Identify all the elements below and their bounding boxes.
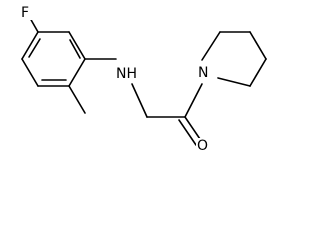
- bonds: [21, 17, 267, 146]
- atom-labels: F NH N O: [20, 4, 212, 154]
- ch2-bond: [131, 83, 148, 118]
- piperidine-bond: [249, 31, 267, 60]
- fluoro-bond: [29, 17, 39, 33]
- ring-bond: [68, 58, 86, 87]
- ring-bond: [21, 58, 39, 87]
- carbonyl-double-bond: [178, 119, 197, 146]
- carbonyl-oxygen-label: O: [197, 138, 208, 154]
- molecule-structure: F NH N O: [20, 4, 267, 154]
- ring-bond: [68, 31, 86, 60]
- ring-bond: [21, 31, 39, 60]
- amide-bond: [184, 83, 203, 118]
- ring-double-bond: [69, 39, 81, 59]
- fluorine-label: F: [21, 5, 29, 21]
- piperidine-bond: [249, 58, 267, 87]
- methyl-bond: [68, 85, 86, 114]
- carbonyl-double-bond: [184, 116, 203, 143]
- piperidine-bond: [217, 77, 251, 87]
- amine-label: NH: [116, 66, 137, 82]
- piperidine-bond: [201, 31, 221, 61]
- ring-double-bond: [28, 38, 41, 58]
- piperidine-nitrogen-label: N: [198, 65, 208, 81]
